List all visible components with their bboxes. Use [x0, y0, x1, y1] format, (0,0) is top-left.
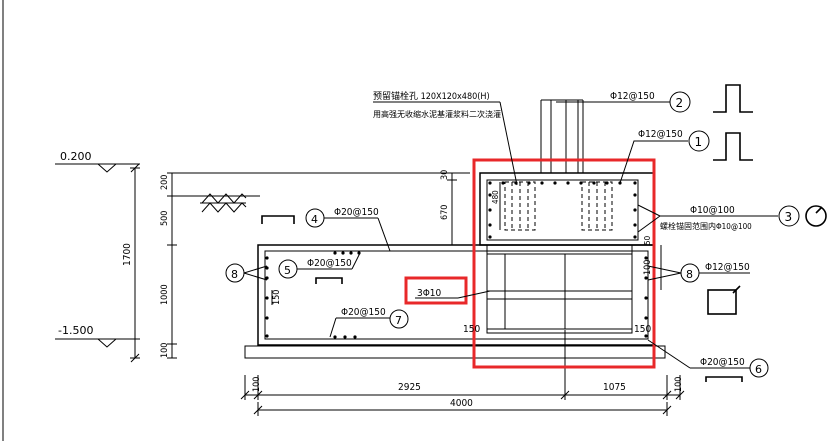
rebar-8r-leader-b	[647, 272, 682, 281]
highlight-box-pedestal	[472, 158, 656, 369]
rebar-3-label: Φ10@100	[690, 205, 735, 216]
note-anchor-hole: 预留锚栓孔 120X120x480(H)	[373, 90, 490, 102]
rebar-shape-8-icon	[707, 289, 737, 315]
dim-1000: 1000	[160, 284, 170, 305]
rebar-8-label: Φ12@150	[705, 262, 750, 273]
marker-7-text: 7	[395, 314, 402, 327]
dim-pedestal-height	[447, 172, 457, 246]
dim-150-mid: 150	[463, 324, 480, 335]
marker-1-text: 1	[695, 135, 703, 149]
pedestal-in-slab	[486, 244, 633, 334]
rebar-shape-5-icon	[315, 277, 343, 284]
dim-2925: 2925	[398, 382, 421, 393]
level-marker-top: 0.200	[55, 150, 140, 173]
rebar-shape-6-icon	[705, 376, 743, 382]
note-grout: 用高强无收缩水泥基灌浆料二次浇灌	[373, 109, 501, 119]
slab-rebar-dots	[265, 251, 648, 339]
rebar-shape-4-icon	[261, 215, 295, 224]
rebar-shape-1-icon	[713, 132, 753, 161]
marker-2	[669, 91, 691, 113]
marker-5-text: 5	[284, 264, 291, 277]
leader-mid-2	[457, 290, 491, 299]
rebar-5-leader	[351, 252, 361, 270]
rebar-1-leader	[619, 140, 688, 184]
ground-line	[170, 172, 470, 197]
dim-left-chain	[167, 172, 177, 359]
dim-670: 670	[440, 205, 450, 220]
rebar-3phi10: 3Φ10	[417, 288, 442, 299]
rebar-shape-8-hook-icon	[732, 285, 741, 294]
dim-4000: 4000	[450, 398, 473, 409]
dim-30: 30	[440, 170, 450, 180]
rebar-7-leader	[329, 317, 337, 338]
dim-200: 200	[160, 175, 170, 190]
dim-50-right: 50	[643, 235, 652, 245]
rebar-6-label: Φ20@150	[700, 357, 745, 368]
dim-100-bottom-right: 100	[674, 377, 684, 392]
dim-500: 500	[160, 211, 170, 226]
pedestal-stirrup	[486, 179, 639, 241]
rebar-shape-3-icon	[805, 205, 827, 227]
anchor-bolt-hole-right	[581, 181, 613, 231]
marker-6-text: 6	[755, 363, 762, 376]
level-top-text: 0.200	[60, 150, 92, 163]
base-slab-rebar	[264, 250, 649, 340]
dim-100-right: 100	[643, 260, 653, 275]
dim-150-left: 150	[272, 290, 282, 305]
marker-4-text: 4	[311, 213, 318, 226]
soil-hatch-icon	[200, 193, 247, 213]
rebar-3-note: 螺栓锚固范围内Φ10@100	[660, 221, 752, 231]
dim-100-bottom-left: 100	[252, 377, 262, 392]
dim-150-right: 150	[634, 324, 651, 335]
highlight-box-3phi10	[404, 276, 468, 305]
note-leader	[499, 101, 518, 186]
rebar-1-label: Φ12@150	[638, 129, 683, 140]
dim-480: 480	[491, 190, 500, 204]
marker-3-text: 3	[785, 210, 793, 224]
dim-100-left: 100	[160, 343, 170, 358]
rebar-4-label: Φ20@150	[334, 207, 379, 218]
rebar-7-label: Φ20@150	[341, 307, 386, 318]
dim-1075: 1075	[603, 382, 626, 393]
rebar-8l-leader-a	[243, 265, 268, 274]
marker-8-right-text: 8	[686, 268, 693, 281]
marker-8-left-text: 8	[231, 268, 238, 281]
rebar-6-leader	[647, 339, 691, 369]
rebar-3-leader-b	[637, 215, 661, 233]
rebar-4-leader	[377, 217, 391, 252]
rebar-8r-leader-a	[647, 265, 682, 274]
dim-bottom-chain	[240, 375, 685, 416]
rebar-shape-3-hook-icon	[815, 206, 823, 214]
rebar-3-leader-a	[637, 204, 661, 217]
dim-left-overall	[130, 163, 140, 363]
blinding-layer	[244, 345, 666, 359]
marker-3	[778, 205, 800, 227]
marker-7	[389, 309, 409, 329]
level-bottom-text: -1.500	[58, 324, 93, 337]
rebar-8l-leader-b	[243, 272, 268, 281]
marker-2-text: 2	[676, 96, 684, 110]
marker-1	[688, 130, 710, 152]
anchor-bolt-hole-left	[504, 181, 536, 231]
dim-1700: 1700	[122, 243, 133, 266]
rebar-shape-2-icon	[713, 84, 753, 113]
level-marker-bottom: -1.500	[55, 324, 140, 348]
column-above	[540, 99, 584, 173]
pedestal-rebar-dots	[488, 181, 637, 239]
rebar-2-label: Φ12@150	[610, 91, 655, 102]
rebar-5-label: Φ20@150	[307, 258, 352, 269]
